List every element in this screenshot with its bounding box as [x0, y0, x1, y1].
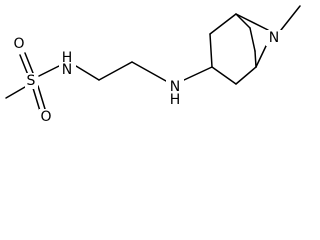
amine-nitrogen-label-background: [166, 79, 184, 109]
amine-nh-hydrogen-label: H: [170, 92, 181, 108]
bond-sulfur-nitrogen: [38, 65, 60, 77]
bond-ring-c6-c5: [254, 50, 257, 68]
sulfonamide-nitrogen-label-background: [59, 55, 76, 82]
bonds: [5, 5, 301, 112]
oxygen-bottom-label-background: [39, 109, 53, 125]
bond-ring-c7-c6: [249, 27, 256, 52]
structural-formula: S O O H N N H N: [5, 5, 301, 125]
bridge-nitrogen-label-background: [266, 30, 282, 46]
bond-ring-c5-c4: [235, 66, 257, 85]
bond-amine-ring-c3: [183, 66, 213, 81]
bond-ring-n8-c5: [255, 45, 267, 68]
bond-ring-c3-c2: [209, 33, 213, 68]
bond-sulfur-oxygen-bottom-a: [32, 87, 41, 112]
bond-ring-c4-c3: [211, 66, 237, 85]
bond-sulfur-oxygen-bottom-b: [37, 85, 46, 110]
atom-labels: S O O H N N H N: [12, 30, 282, 125]
sulfur-label-background: [25, 73, 38, 89]
oxygen-top-label: O: [13, 36, 24, 52]
amine-nitrogen-label: N: [170, 79, 180, 95]
bond-ring-c2-c1: [209, 13, 237, 35]
bond-methyl-sulfur: [5, 86, 26, 99]
bond-n8-methyl: [280, 5, 301, 31]
bond-sulfur-oxygen-top-a: [19, 54, 29, 76]
oxygen-top-label-background: [12, 36, 26, 52]
oxygen-bottom-label: O: [40, 109, 51, 125]
sulfonamide-nh-hydrogen-label: H: [62, 50, 73, 66]
bond-sulfur-oxygen-top-b: [24, 52, 34, 74]
sulfur-label: S: [27, 73, 36, 89]
bond-ring-c1-n8: [235, 13, 269, 31]
bond-nitrogen-ethyl-1: [75, 65, 100, 81]
bridge-nitrogen-label: N: [269, 30, 279, 46]
bond-ethyl-2-amine: [131, 61, 167, 82]
sulfonamide-nitrogen-label: N: [62, 62, 72, 78]
bond-ethyl-1-ethyl-2: [98, 61, 133, 81]
bond-ring-c1-c7: [235, 13, 251, 29]
